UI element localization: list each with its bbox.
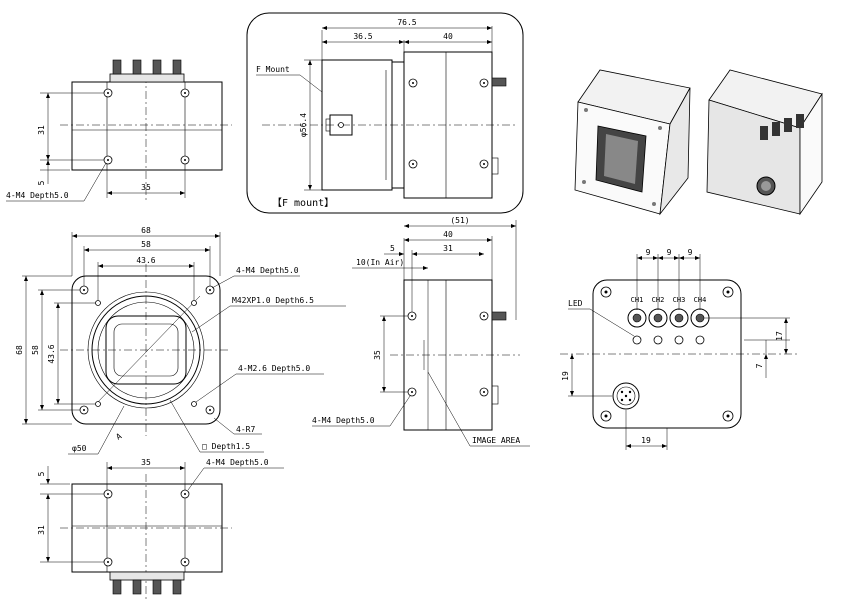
rear-label-led: LED	[568, 299, 583, 308]
rear-dim-17: 17	[775, 331, 784, 341]
front-depth15-note: □ Depth1.5	[202, 442, 250, 451]
side-dim-31: 31	[443, 244, 453, 253]
fmount-dim-phi56-4: φ56.4	[299, 113, 308, 137]
rear-dim-9b: 9	[667, 248, 672, 257]
rear-label-ch2: CH2	[652, 296, 665, 304]
front-dim-43-6-v: 43.6	[47, 344, 56, 363]
rear-dim-19-v: 19	[561, 371, 570, 381]
side-dim-35: 35	[373, 350, 382, 360]
rear-dim-9a: 9	[646, 248, 651, 257]
camera-render-front-3d	[574, 69, 691, 216]
fmount-view: 76.5 36.5 40 F Mount φ56.4 【F mount】	[246, 12, 524, 214]
camera-render-rear-3d	[706, 69, 823, 216]
bottom-dim-35: 35	[141, 458, 151, 467]
front-dim-58-v: 58	[31, 345, 40, 355]
front-dim-68-h: 68	[141, 226, 151, 235]
bottom-m4-note: 4-M4 Depth5.0	[206, 458, 269, 467]
connector-group-top	[109, 59, 185, 83]
power-connector	[612, 382, 640, 410]
rear-dim-9c: 9	[688, 248, 693, 257]
side-dim-10-in-air: 10(In Air)	[356, 258, 404, 267]
rear-label-ch4: CH4	[694, 296, 707, 304]
side-dim-51: (51)	[450, 216, 469, 225]
front-mark-a: A	[115, 431, 124, 441]
bottom-dim-31: 31	[37, 525, 46, 535]
side-dim-5: 5	[390, 244, 395, 253]
side-top-dim-5: 5	[37, 180, 46, 185]
bottom-dim-5: 5	[37, 471, 46, 476]
front-m4-note: 4-M4 Depth5.0	[236, 266, 299, 275]
front-dim-phi50: φ50	[72, 444, 87, 453]
fmount-dim-36-5: 36.5	[353, 32, 372, 41]
rear-dim-19-h: 19	[641, 436, 651, 445]
fmount-dim-76-5: 76.5	[397, 18, 416, 27]
rear-label-ch3: CH3	[673, 296, 686, 304]
side-top-dim-35: 35	[141, 183, 151, 192]
side-image-area-note: IMAGE AREA	[472, 436, 520, 445]
side-m4-note: 4-M4 Depth5.0	[312, 416, 375, 425]
front-dim-68-v: 68	[15, 345, 24, 355]
connector-group-bottom	[109, 571, 185, 595]
side-view: (51) 40 5 31 10(In Air) 35 4-M4 Depth5.0…	[312, 216, 530, 447]
front-dim-43-6-h: 43.6	[136, 256, 155, 265]
rear-dim-7: 7	[755, 363, 764, 368]
front-r7-note: 4-R7	[236, 425, 255, 434]
bottom-view: 5 31 35 4-M4 Depth5.0	[37, 458, 284, 600]
side-top-dim-31: 31	[37, 125, 46, 135]
front-m42-note: M42XP1.0 Depth6.5	[232, 296, 314, 305]
front-view: 68 58 43.6 68 58 43.6 4-M4 Depth5.0 M42X…	[15, 226, 346, 455]
fmount-label-f-mount: F Mount	[256, 65, 290, 74]
front-m26-note: 4-M2.6 Depth5.0	[238, 364, 310, 373]
fmount-dim-40: 40	[443, 32, 453, 41]
rear-label-ch1: CH1	[631, 296, 644, 304]
top-side-view: 31 5 35 4-M4 Depth5.0	[6, 59, 232, 202]
fmount-caption: 【F mount】	[272, 197, 334, 209]
side-dim-40: 40	[443, 230, 453, 239]
side-top-m4-note: 4-M4 Depth5.0	[6, 191, 69, 200]
channel-connectors	[627, 308, 710, 328]
front-dim-58-h: 58	[141, 240, 151, 249]
rear-view: 9 9 9 CH1 CH2 CH3 CH4 LED 17 7 19 19	[560, 248, 800, 450]
